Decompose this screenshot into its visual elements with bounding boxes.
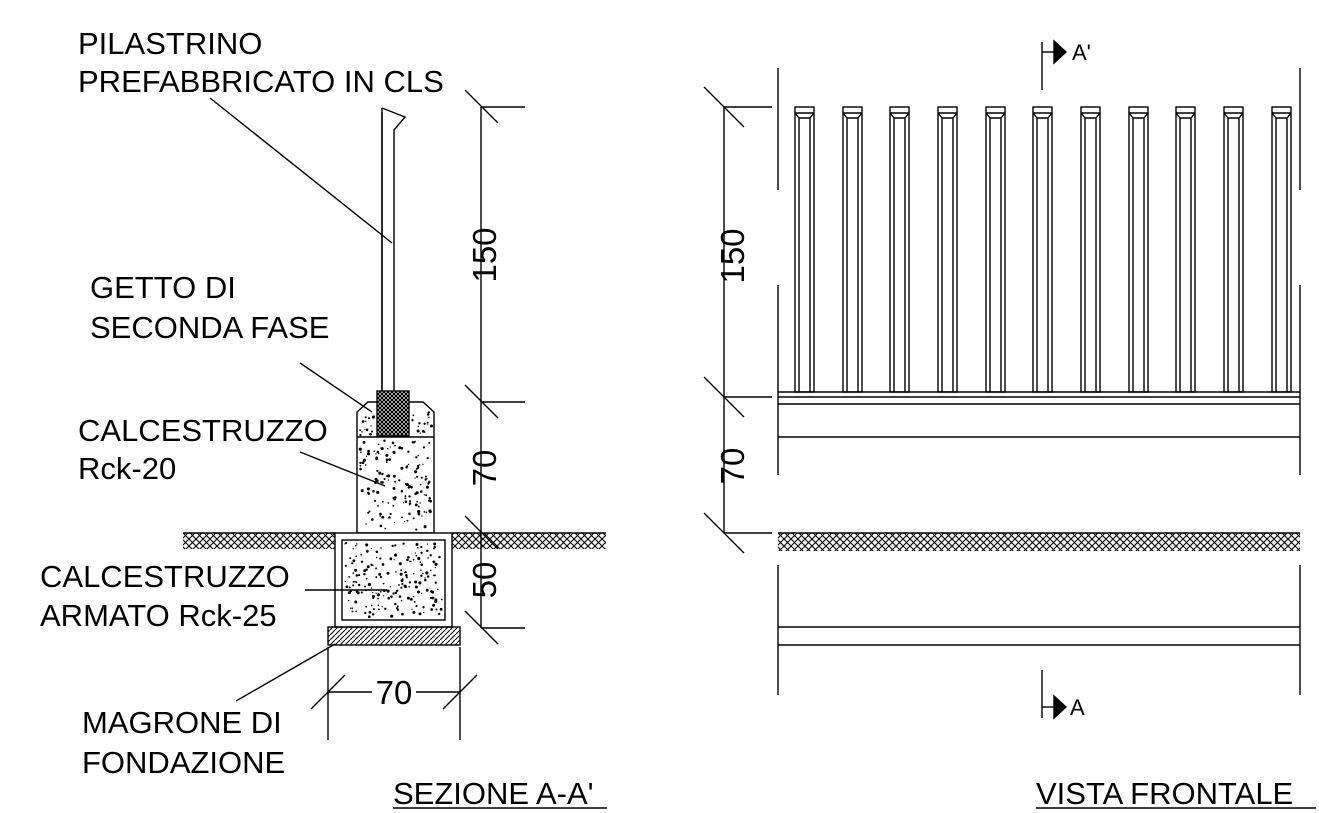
label-magrone-2: FONDAZIONE: [82, 745, 285, 780]
leader-magrone: [235, 643, 336, 702]
front-view-drawing: [703, 39, 1316, 809]
label-cls-2: Rck-20: [78, 451, 176, 486]
label-cls-1: CALCESTRUZZO: [78, 413, 328, 448]
label-getto-1: GETTO DI: [90, 270, 236, 305]
dim-label-wall-section: 70: [466, 450, 503, 487]
front-ground-hatch: [778, 533, 1300, 551]
front-post: [1128, 106, 1149, 393]
concrete-speckles: [344, 411, 443, 619]
label-armato-1: CALCESTRUZZO: [40, 559, 290, 594]
front-post: [1271, 106, 1292, 393]
front-post: [842, 106, 863, 393]
dim-label-width-section: 70: [376, 674, 413, 711]
label-magrone-1: MAGRONE DI: [82, 705, 282, 740]
front-post: [1032, 106, 1053, 393]
second-phase-cast: [376, 390, 410, 437]
front-post: [1175, 106, 1196, 393]
front-post: [1223, 106, 1244, 393]
front-title: VISTA FRONTALE: [1036, 776, 1293, 811]
front-posts: [794, 106, 1292, 393]
ground-hatch-left: [183, 533, 335, 549]
dim-label-wall-front: 70: [714, 448, 751, 485]
section-title: SEZIONE A-A': [393, 776, 594, 811]
front-post: [889, 106, 910, 393]
label-pilastrino-1: PILASTRINO: [78, 26, 262, 61]
lean-concrete: [327, 626, 461, 646]
front-post: [985, 106, 1006, 393]
leader-pilastrino: [209, 97, 393, 244]
label-armato-2: ARMATO Rck-25: [40, 598, 277, 633]
front-post: [794, 106, 815, 393]
leader-getto: [299, 362, 373, 413]
label-getto-2: SECONDA FASE: [90, 310, 329, 345]
section-marker-bottom-label: A: [1070, 695, 1085, 720]
front-post: [937, 106, 958, 393]
leader-cls: [299, 451, 386, 487]
dim-label-post-front: 150: [714, 228, 751, 283]
section-drawing: [183, 89, 607, 809]
dim-label-found-section: 50: [466, 562, 503, 599]
label-pilastrino-2: PREFABBRICATO IN CLS: [78, 64, 444, 99]
precast-post: [381, 107, 407, 392]
section-marker-top: [1041, 39, 1068, 90]
dim-label-post-section: 150: [466, 227, 503, 282]
foundation-outer: [334, 532, 453, 628]
section-marker-bottom: [1041, 670, 1068, 720]
front-post: [1080, 106, 1101, 393]
ground-hatch-right: [452, 533, 606, 549]
section-marker-top-label: A': [1072, 40, 1091, 65]
foundation-inner: [341, 539, 446, 621]
